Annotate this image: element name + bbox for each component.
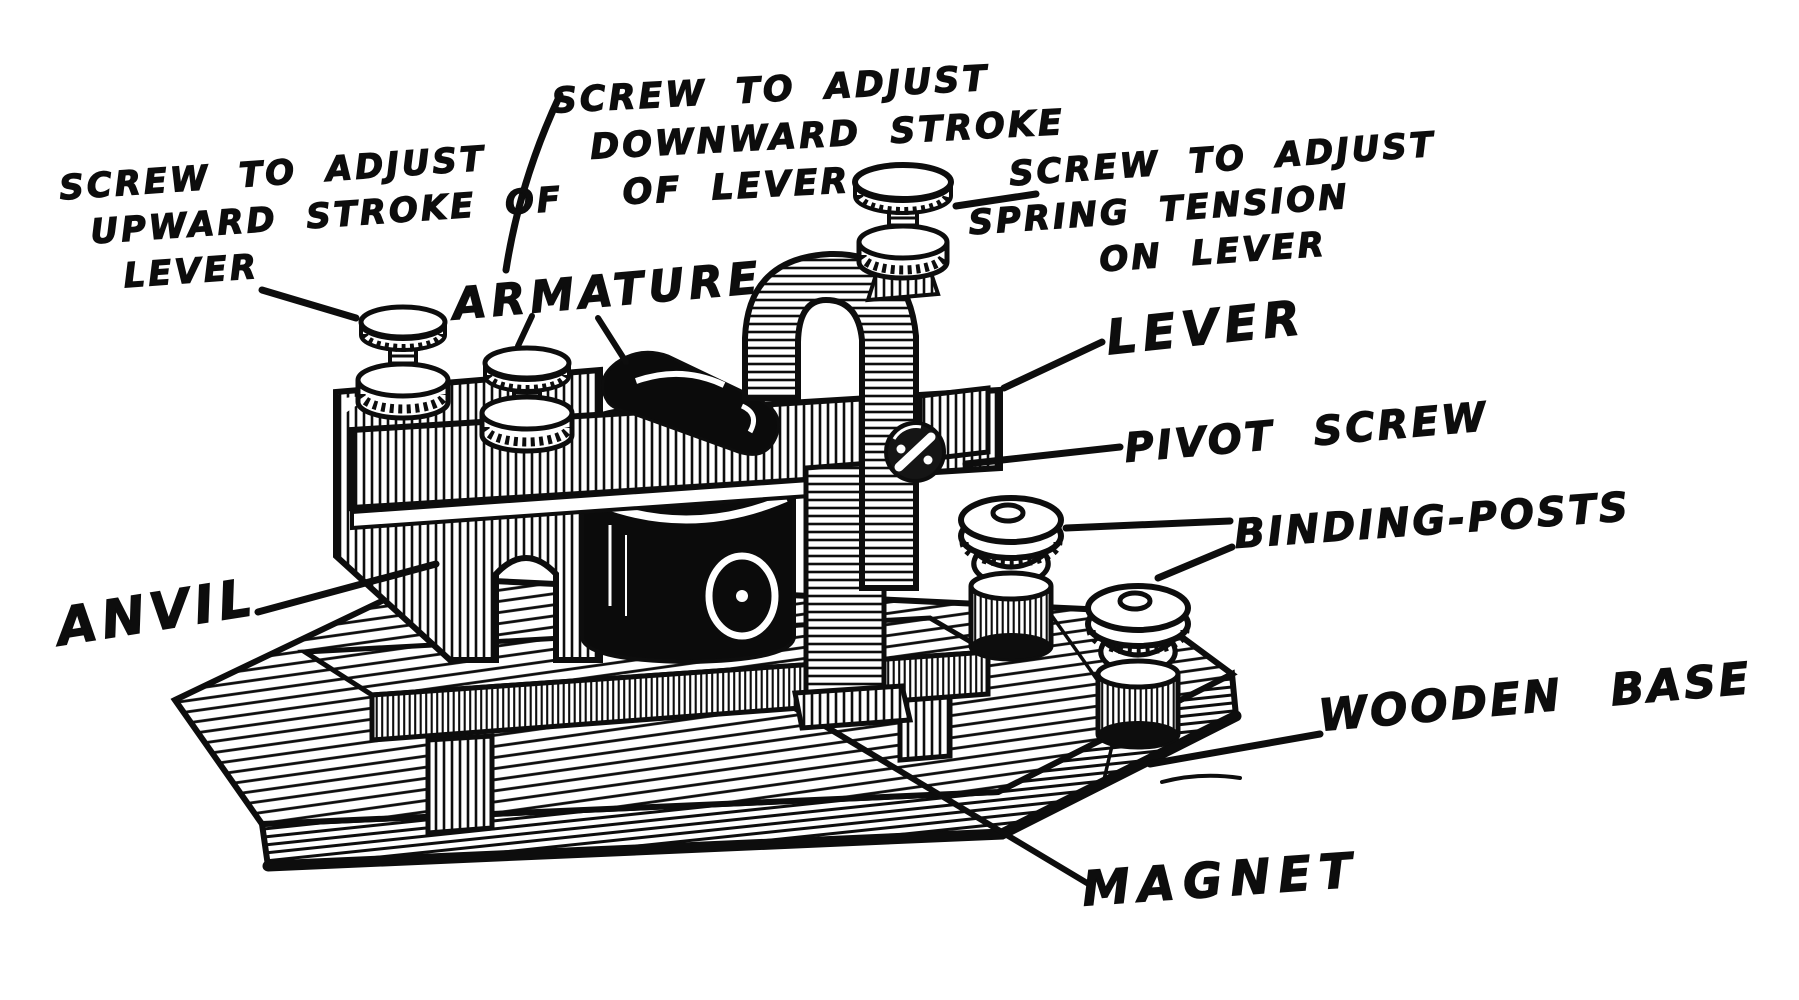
post-cap-hole <box>1117 590 1153 612</box>
screw-nut-top <box>856 223 950 261</box>
binding-post-upper-leader <box>1062 517 1234 532</box>
binding-post-lower <box>1085 583 1191 750</box>
screw-cap-knurl <box>360 333 446 352</box>
lever-leader <box>1000 338 1106 392</box>
screw-nut-top <box>355 361 451 399</box>
binding-post-lower-leader <box>1154 543 1236 582</box>
post-cylinder-bottom <box>1098 721 1178 747</box>
post-cylinder-top <box>1095 658 1181 690</box>
post-cap-knurl <box>959 541 1063 568</box>
screw-cap <box>358 304 448 340</box>
armature-highlight <box>635 370 726 388</box>
screw-cap-knurl <box>484 374 570 393</box>
wooden-base-leader <box>1146 730 1324 768</box>
screw-nut-knurl <box>480 426 574 447</box>
screw-nut-knurl <box>857 254 949 275</box>
post-cap-hole <box>990 502 1026 524</box>
downward-stroke-screw <box>479 345 575 454</box>
downward-screw-leader <box>502 91 564 274</box>
wooden-base-leader-squiggle <box>1160 773 1242 784</box>
leader-lines <box>254 91 1324 784</box>
spring-screw-leader <box>952 190 1040 210</box>
spring-arch <box>742 250 919 591</box>
upward-screw-leader <box>258 286 360 322</box>
armature-leader-right <box>595 315 629 365</box>
binding-post-upper <box>958 495 1064 662</box>
armature-bar <box>601 350 780 456</box>
screw-nut-top <box>479 394 575 432</box>
magnet-bobbin-center <box>736 590 748 602</box>
platform-left-foot <box>425 733 495 836</box>
armature-end-swirl <box>740 403 757 434</box>
upward-stroke-screw <box>355 304 451 421</box>
pivot-screw-leader <box>962 443 1124 468</box>
support-foot <box>791 683 914 731</box>
post-cylinder-top <box>968 570 1054 602</box>
pivot-screw-slot <box>894 432 936 472</box>
pivot-screw-glint <box>892 425 922 440</box>
pivot-screw-dot-right <box>923 455 933 465</box>
anvil-leader <box>254 560 440 616</box>
post-cap-knurl <box>1086 629 1190 656</box>
pivot-screw <box>884 421 946 483</box>
post-cylinder-bottom <box>971 633 1051 659</box>
magnet-bobbin-ring <box>705 552 779 640</box>
screw-cap <box>482 345 572 381</box>
pivot-screw-dot-left <box>896 444 906 454</box>
armature-leader-left <box>515 313 535 349</box>
screw-nut-knurl <box>356 393 450 414</box>
lever-bar <box>349 386 1003 512</box>
spring-tension-screw <box>852 162 954 281</box>
spring-arch-support <box>742 250 941 731</box>
screw-cap <box>852 162 954 202</box>
